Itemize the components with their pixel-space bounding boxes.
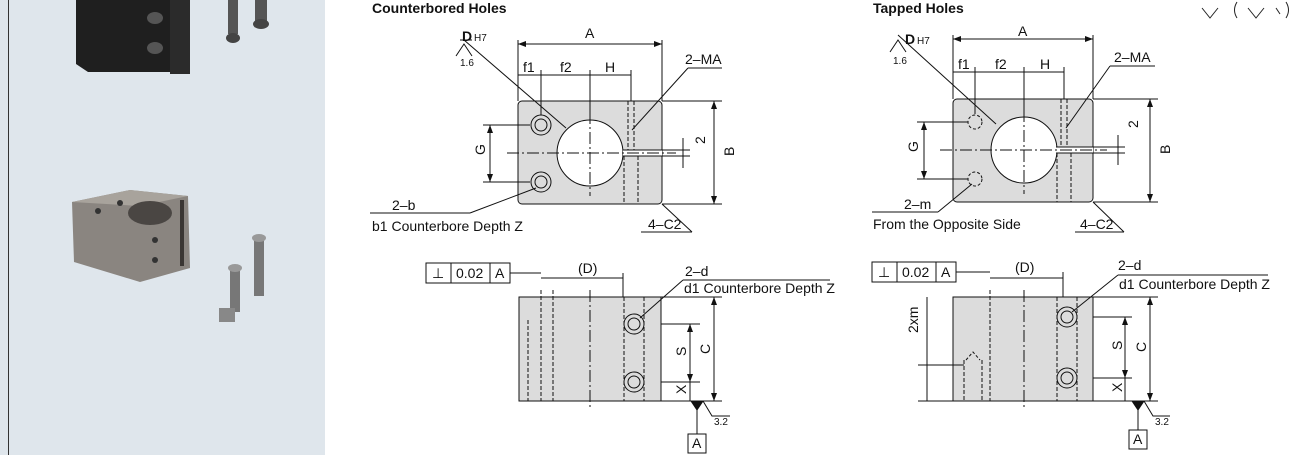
dim-h-tapped: H (1040, 56, 1050, 72)
product-photo-black-holder (76, 0, 269, 74)
datum-a: A (692, 435, 702, 451)
datum-a-tapped: A (1133, 431, 1143, 447)
dim-a: A (585, 25, 595, 41)
label-d: 2–d (685, 263, 708, 279)
label-d1-tapped: d1 Counterbore Depth Z (1119, 276, 1270, 292)
h7-label: H7 (474, 33, 487, 44)
label-c2-tapped: 4–C2 (1080, 216, 1114, 232)
label-opposite: From the Opposite Side (873, 216, 1021, 232)
product-photo-steel-holder (72, 190, 266, 322)
dim-2-tapped: 2 (1125, 120, 1141, 128)
gdt-perp: ⊥ (432, 265, 444, 281)
gdt-perp-tapped: ⊥ (878, 264, 890, 280)
label-ma-tapped: 2–MA (1114, 49, 1151, 65)
tapped-holes-title: Tapped Holes (873, 0, 964, 16)
dim-f2: f2 (560, 59, 572, 75)
dim-g-tapped: G (905, 141, 921, 152)
dim-g: G (472, 144, 488, 155)
d-label-tapped: D (905, 31, 915, 47)
roughness-label: 1.6 (460, 58, 474, 69)
dim-f1-tapped: f1 (958, 56, 970, 72)
dim-c-tapped: C (1133, 342, 1149, 352)
dim-b-tapped: B (1157, 145, 1173, 154)
label-ma: 2–MA (685, 51, 722, 67)
dim-s-tapped: S (1109, 341, 1125, 350)
dim-x-tapped: X (1109, 382, 1125, 392)
h7-label-tapped: H7 (917, 36, 930, 47)
label-c2: 4–C2 (648, 216, 682, 232)
panel-divider (8, 0, 9, 455)
dim-h: H (605, 59, 615, 75)
label-d-tapped: 2–d (1118, 257, 1141, 273)
dim-d: (D) (578, 260, 597, 276)
dim-2: 2 (692, 136, 708, 144)
dim-d-tapped: (D) (1015, 259, 1034, 275)
d-label: D (462, 28, 472, 44)
dim-s: S (673, 347, 689, 356)
gdt-datum-tapped: A (941, 264, 951, 280)
label-b1: b1 Counterbore Depth Z (372, 218, 523, 234)
dim-xm: 2xm (905, 307, 921, 333)
gdt-tol: 0.02 (456, 265, 483, 281)
roughness-32-tapped: 3.2 (1155, 417, 1169, 428)
product-photos (72, 0, 269, 322)
roughness-label-tapped: 1.6 (893, 56, 907, 67)
gdt-datum: A (495, 265, 505, 281)
dim-f1: f1 (523, 59, 535, 75)
gdt-tol-tapped: 0.02 (902, 264, 929, 280)
roughness-32: 3.2 (714, 417, 728, 428)
dim-x: X (673, 384, 689, 394)
counterbored-holes-title: Counterbored Holes (372, 0, 507, 16)
dim-b: B (721, 147, 737, 156)
label-m: 2–m (904, 196, 931, 212)
dim-f2-tapped: f2 (995, 56, 1007, 72)
label-b: 2–b (392, 197, 416, 213)
dim-a-tapped: A (1018, 23, 1028, 39)
dim-c: C (697, 344, 713, 354)
label-d1: d1 Counterbore Depth Z (684, 280, 835, 296)
